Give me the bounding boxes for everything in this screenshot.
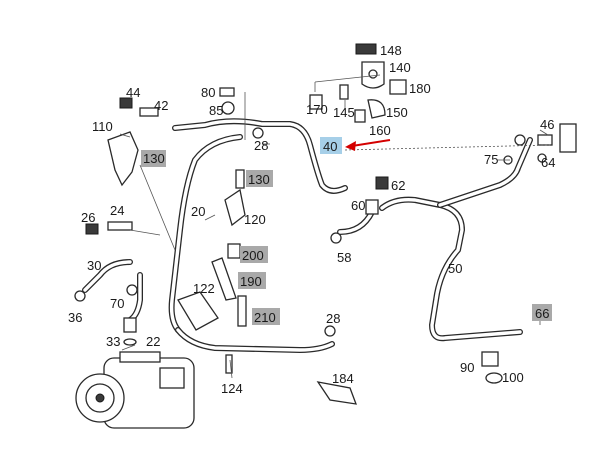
callout-85[interactable]: 85 bbox=[209, 103, 223, 118]
callout-50[interactable]: 50 bbox=[448, 261, 462, 276]
callout-64[interactable]: 64 bbox=[541, 155, 555, 170]
callout-44[interactable]: 44 bbox=[126, 85, 140, 100]
callout-122[interactable]: 122 bbox=[193, 281, 215, 296]
svg-text:130: 130 bbox=[143, 151, 165, 166]
callout-140[interactable]: 140 bbox=[389, 60, 411, 75]
callout-tag-130-upper[interactable]: 130 bbox=[141, 150, 166, 167]
callout-labels: 148 140 180 170 145 150 160 80 85 44 42 … bbox=[68, 43, 555, 396]
callout-150[interactable]: 150 bbox=[386, 105, 408, 120]
callout-22[interactable]: 22 bbox=[146, 334, 160, 349]
callout-tag-210[interactable]: 210 bbox=[252, 308, 280, 325]
part-shapes bbox=[74, 43, 577, 429]
callout-tag-66[interactable]: 66 bbox=[532, 304, 552, 321]
callout-70[interactable]: 70 bbox=[110, 296, 124, 311]
callout-90[interactable]: 90 bbox=[460, 360, 474, 375]
callout-170[interactable]: 170 bbox=[306, 102, 328, 117]
callout-145[interactable]: 145 bbox=[333, 105, 355, 120]
callout-124[interactable]: 124 bbox=[221, 381, 243, 396]
callout-46[interactable]: 46 bbox=[540, 117, 554, 132]
callout-20[interactable]: 20 bbox=[191, 204, 205, 219]
callout-148[interactable]: 148 bbox=[380, 43, 402, 58]
callout-28-upper[interactable]: 28 bbox=[254, 138, 268, 153]
callout-tag-190[interactable]: 190 bbox=[238, 272, 266, 289]
callout-110[interactable]: 110 bbox=[92, 119, 113, 134]
callout-100[interactable]: 100 bbox=[502, 370, 524, 385]
callout-33[interactable]: 33 bbox=[106, 334, 120, 349]
callout-120[interactable]: 120 bbox=[244, 212, 266, 227]
red-pointer-arrow bbox=[345, 139, 391, 151]
callout-tag-130-lower[interactable]: 130 bbox=[246, 170, 273, 187]
svg-text:210: 210 bbox=[254, 310, 276, 325]
callout-160[interactable]: 160 bbox=[369, 123, 391, 138]
leader-lines bbox=[119, 74, 551, 379]
callout-62[interactable]: 62 bbox=[391, 178, 405, 193]
selected-callout-40[interactable]: 40 bbox=[320, 137, 342, 154]
callout-26[interactable]: 26 bbox=[81, 210, 95, 225]
svg-text:190: 190 bbox=[240, 274, 262, 289]
callout-28-lower[interactable]: 28 bbox=[326, 311, 340, 326]
callout-24[interactable]: 24 bbox=[110, 203, 124, 218]
callout-36[interactable]: 36 bbox=[68, 310, 82, 325]
callout-58[interactable]: 58 bbox=[337, 250, 351, 265]
callout-80[interactable]: 80 bbox=[201, 85, 215, 100]
callout-60[interactable]: 60 bbox=[351, 198, 365, 213]
highlighted-callouts: 130 130 200 190 210 66 bbox=[141, 150, 552, 325]
callout-tag-200[interactable]: 200 bbox=[240, 246, 268, 263]
callout-42[interactable]: 42 bbox=[154, 98, 168, 113]
callout-30[interactable]: 30 bbox=[87, 258, 101, 273]
svg-text:200: 200 bbox=[242, 248, 264, 263]
callout-75[interactable]: 75 bbox=[484, 152, 498, 167]
compressor-body bbox=[75, 351, 195, 429]
svg-text:66: 66 bbox=[535, 306, 549, 321]
svg-text:130: 130 bbox=[248, 172, 270, 187]
svg-text:40: 40 bbox=[323, 139, 337, 154]
callout-184[interactable]: 184 bbox=[332, 371, 354, 386]
callout-180[interactable]: 180 bbox=[409, 81, 431, 96]
